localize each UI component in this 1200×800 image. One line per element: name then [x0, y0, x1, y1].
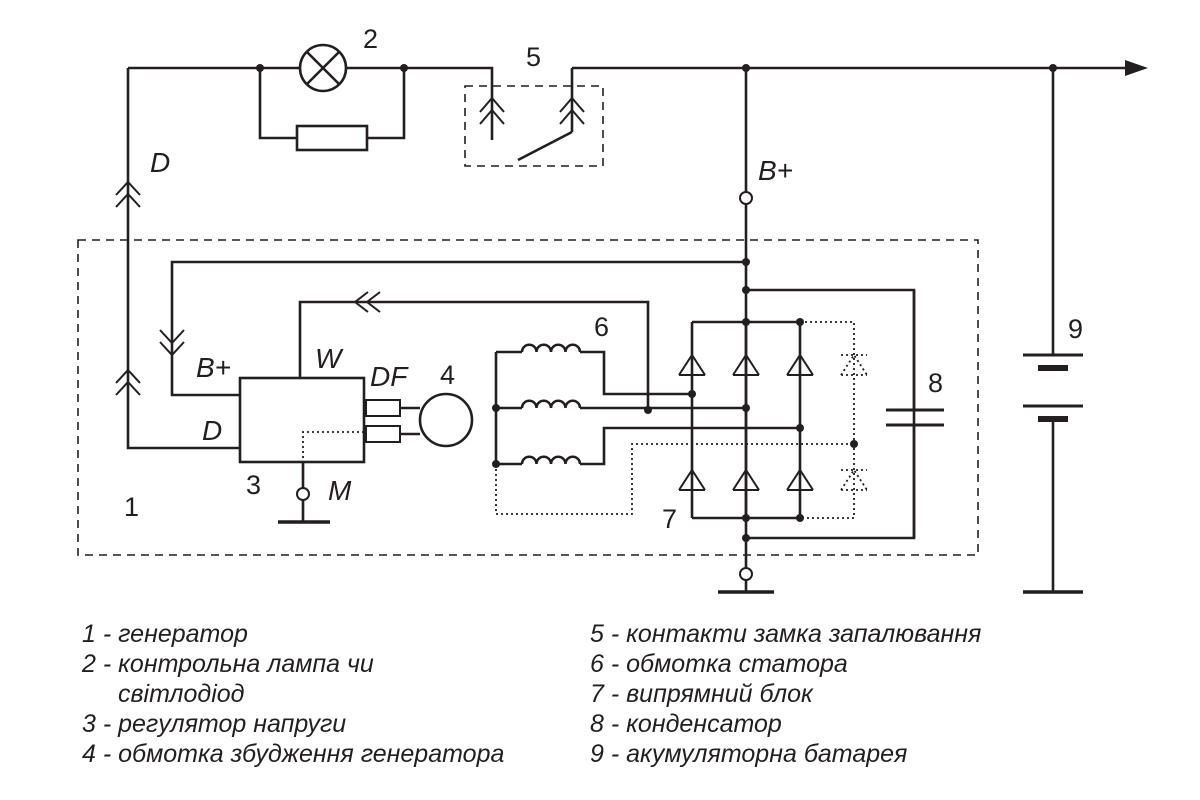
voltage-regulator	[238, 376, 366, 464]
arrow-right-icon	[1125, 60, 1148, 76]
diode-icon	[786, 457, 814, 503]
label-b-plus-reg: B+	[196, 352, 231, 383]
label-m: M	[328, 475, 352, 506]
diode-icon	[840, 468, 868, 491]
resistor	[295, 124, 369, 152]
legend-item: 4 - обмотка збудження генератора	[82, 740, 504, 768]
diode-icon	[732, 457, 760, 503]
legend-item: 2 - контрольна лампа чи	[81, 650, 374, 678]
excitation-number: 4	[440, 360, 455, 390]
capacitor-number: 8	[928, 368, 943, 398]
legend-item: світлодіод	[118, 680, 245, 708]
terminal-b-plus	[739, 191, 753, 205]
legend-item: 9 - акумуляторна батарея	[590, 740, 907, 768]
lamp-number: 2	[363, 24, 378, 54]
legend-item: 8 - конденсатор	[590, 710, 782, 738]
label-w: W	[315, 343, 344, 374]
battery-icon	[1023, 68, 1083, 594]
connector-d-top	[115, 180, 141, 208]
switch-number: 5	[526, 42, 541, 72]
legend-item: 1 - генератор	[82, 620, 248, 648]
diode-icon	[786, 342, 814, 388]
generator-boundary	[77, 239, 979, 556]
stator-number: 6	[594, 312, 609, 342]
legend-item: 6 - обмотка статора	[590, 650, 848, 678]
rectifier-number: 7	[662, 504, 677, 534]
ignition-switch	[464, 68, 604, 167]
label-df: DF	[370, 361, 409, 392]
diode-icon	[678, 342, 706, 388]
connector-w	[353, 291, 381, 313]
terminal-m	[296, 487, 310, 501]
diode-icon	[840, 353, 868, 376]
diode-icon	[732, 342, 760, 388]
label-d-reg: D	[202, 415, 222, 446]
top-circuit	[126, 60, 1148, 450]
connector-d-bottom	[115, 368, 141, 396]
legend-item: 5 - контакти замка запалювання	[590, 620, 981, 648]
diode-icon	[678, 457, 706, 503]
battery-number: 9	[1068, 314, 1083, 344]
capacitor-icon	[886, 290, 944, 538]
lamp-icon	[298, 43, 348, 93]
terminal-ground	[739, 567, 753, 581]
legend: 1 - генератор 2 - контрольна лампа чи св…	[81, 620, 981, 768]
excitation-winding	[365, 392, 474, 448]
legend-item: 7 - випрямний блок	[590, 680, 814, 708]
label-d-top: D	[150, 147, 170, 178]
regulator-number: 3	[246, 470, 261, 500]
connector-b-plus-reg	[159, 329, 185, 357]
stator-winding	[492, 343, 854, 515]
legend-item: 3 - регулятор напруги	[82, 710, 346, 738]
label-b-plus-top: B+	[758, 155, 793, 186]
rectifier-block	[678, 286, 916, 542]
generator-number: 1	[124, 492, 139, 522]
